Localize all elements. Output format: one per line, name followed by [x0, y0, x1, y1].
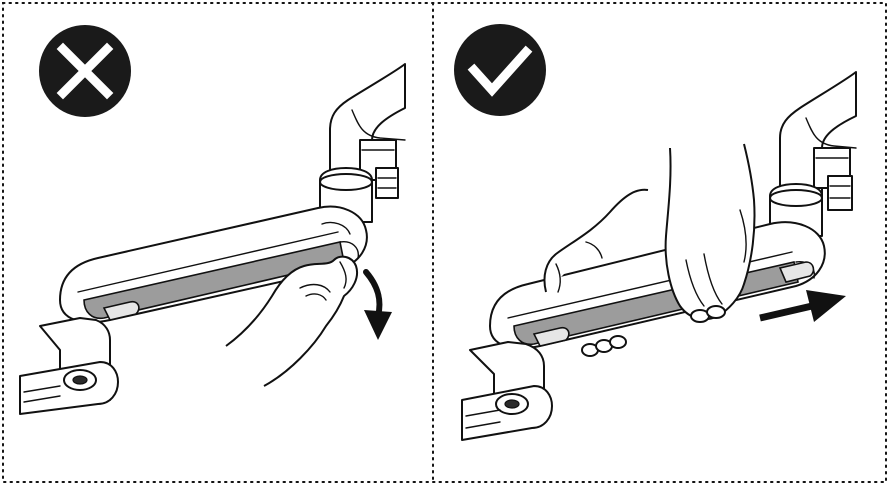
straight-arrow-icon [759, 290, 846, 322]
mount-base [19, 317, 119, 415]
mount-upper-arm [779, 71, 857, 211]
hand-illustration [225, 255, 358, 387]
mount-base [461, 341, 553, 441]
panel-correct [454, 24, 857, 441]
check-icon [454, 24, 546, 116]
mount-arm-bar [489, 221, 826, 350]
hand-illustration [664, 143, 756, 323]
cross-icon [39, 25, 131, 117]
hand-illustration [543, 188, 649, 357]
curved-arrow-icon [363, 269, 392, 340]
mount-upper-arm [329, 63, 406, 199]
panel-incorrect [19, 25, 406, 415]
